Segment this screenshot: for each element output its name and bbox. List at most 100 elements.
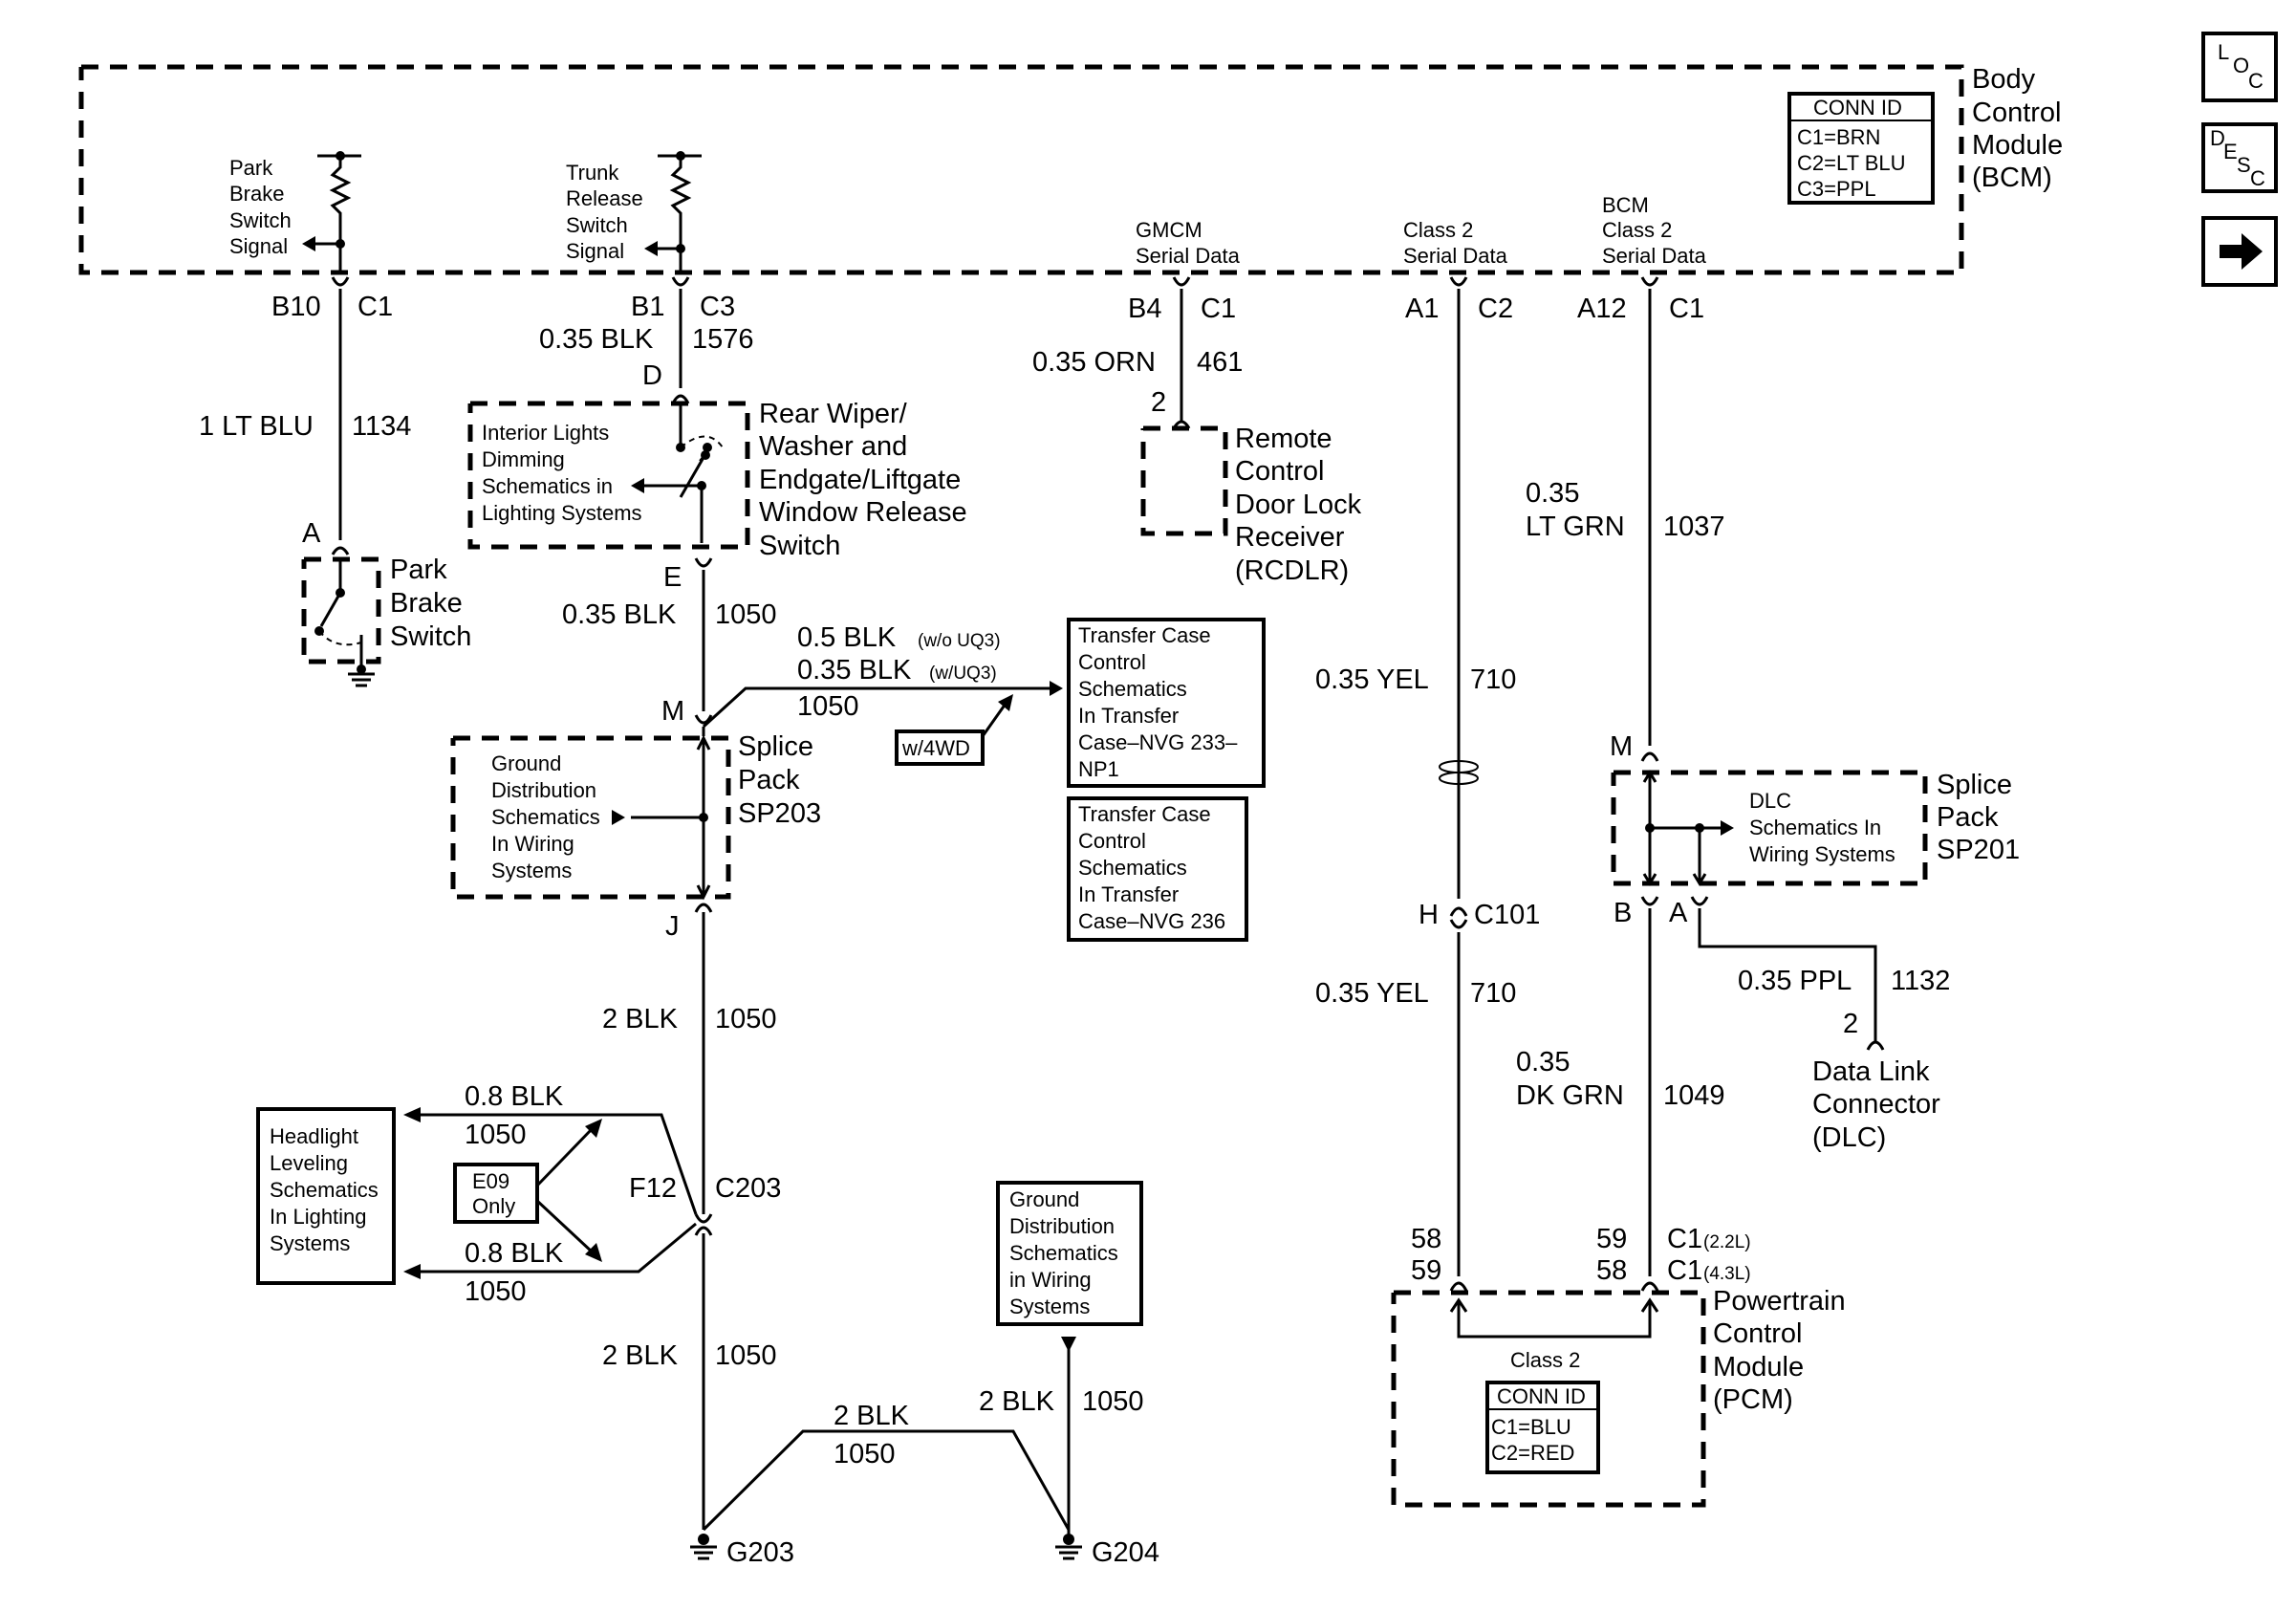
park-conn: C1 [357,292,393,322]
bcm-class2-circuit-number: 1037 [1663,512,1725,542]
c203-wire-b-color: 0.8 BLK [465,1238,564,1269]
class2-wire2-color: 0.35 YEL [1315,978,1429,1009]
park-switch-name-2: Brake [390,588,463,619]
pcm-name-4: (PCM) [1713,1384,1793,1415]
sp203-branch-option-1: (w/o UQ3) [918,631,1001,651]
sp203-terminal-m: M [661,696,684,727]
desc-button[interactable]: D E S C [2201,122,2278,193]
sp201-terminal-a: A [1669,898,1688,928]
head-ref-5: Systems [270,1231,350,1255]
interior-lights-ref-2: Dimming [482,447,565,471]
bcm-class2-wire-2: LT GRN [1526,512,1625,542]
bcm-conn-id-c2: C2=LT BLU [1797,151,1906,175]
gmcm-label-2: Serial Data [1136,244,1241,268]
ground-ref-1: Ground [1009,1187,1079,1211]
tc1-line-5: Case–NVG 233– [1078,730,1238,754]
rear-wiper-name-4: Window Release [759,497,967,528]
sp201-wire-2: DK GRN [1516,1080,1624,1111]
loc-button[interactable]: L O C [2201,32,2278,102]
trunk-out-wire-color: 0.35 BLK [562,599,677,630]
pcm-left-pin-1: 58 [1411,1224,1441,1254]
head-ref-4: In Lighting [270,1205,367,1229]
park-switch-name-3: Switch [390,621,471,652]
pcm-name-3: Module [1713,1352,1804,1382]
bcm-class2-wire-1: 0.35 [1526,478,1579,509]
desc-e: E [2223,140,2238,163]
rcdlr-name-3: Door Lock [1235,490,1362,520]
tc2-line-4: In Transfer [1078,882,1179,906]
ground-g203-icon [690,1534,717,1560]
pcm-conn-note-1: (2.2L) [1703,1232,1751,1252]
desc-c: C [2250,166,2265,190]
pcm-left-pin-2: 59 [1411,1255,1441,1286]
tc2-line-2: Control [1078,829,1146,853]
sp203-terminal-j: J [665,911,680,942]
arrow-right-icon [2220,233,2263,270]
sp203-ref-5: Systems [491,859,572,882]
tc2-line-1: Transfer Case [1078,802,1211,826]
park-signal-1: Park [229,156,273,180]
sp203-ref-1: Ground [491,751,561,775]
gmcm-circuit: GMCM Serial Data B4 C1 0.35 ORN 461 2 Re… [1032,218,1362,586]
ground-ref-2: Distribution [1009,1214,1115,1238]
sp201-ref-3: Wiring Systems [1749,842,1895,866]
e09-line-2: Only [472,1194,515,1218]
transfer-case-ref-1: Transfer Case Control Schematics In Tran… [1067,618,1266,788]
ground-g204-icon [1055,1534,1082,1560]
rcdlr-name-4: Receiver [1235,522,1345,553]
bcm-name-4: (BCM) [1972,163,2052,193]
park-switch-name-1: Park [390,555,447,585]
park-circuit-number: 1134 [352,411,411,442]
head-ref-3: Schematics [270,1178,379,1202]
bcm-conn-id-c1: C1=BRN [1797,125,1880,149]
ground-g204-label: G204 [1092,1537,1159,1568]
sp203-down-wire-color: 2 BLK [602,1004,679,1034]
head-ref-1: Headlight [270,1124,358,1148]
sp203-name-2: Pack [738,765,800,795]
sp201-name-1: Splice [1937,770,2012,800]
dlc-name-1: Data Link [1812,1056,1930,1087]
ground-ref-5: Systems [1009,1295,1090,1318]
transfer-case-ref-2: Transfer Case Control Schematics In Tran… [1067,796,1248,942]
option-4wd-box: w/4WD [895,694,1013,766]
loc-l: L [2218,40,2229,64]
class2-inline-conn: C101 [1474,900,1540,930]
bcm-conn-id-box: CONN ID C1=BRN C2=LT BLU C3=PPL [1787,92,1935,205]
sp201-terminal-b: B [1614,898,1632,928]
trunk-conn: C3 [700,292,735,322]
ground-ref-3: Schematics [1009,1241,1118,1265]
sp203-down-circuit-number: 1050 [715,1004,777,1034]
class2-label-1: Class 2 [1403,218,1473,242]
pcm-name-1: Powertrain [1713,1286,1846,1317]
tc2-line-3: Schematics [1078,856,1187,880]
splice-pack-sp201: M DLC Schematics In Wiring Systems Splic… [1516,731,2020,1276]
pcm-class2-label: Class 2 [1510,1348,1580,1372]
next-page-button[interactable] [2201,216,2278,287]
pcm-right-pin-2: 58 [1596,1255,1627,1286]
sp201-name-3: SP201 [1937,835,2020,865]
ground-link-wire-color: 2 BLK [834,1401,910,1431]
headlight-leveling-ref: Headlight Leveling Schematics In Lightin… [256,1107,396,1285]
sp203-branch-option-2: (w/UQ3) [929,664,997,684]
dlc-name-2: Connector [1812,1089,1940,1120]
bcm-name-3: Module [1972,130,2063,161]
bcm-name-2: Control [1972,98,2062,128]
sp201-ref-1: DLC [1749,789,1791,813]
rear-wiper-name-3: Endgate/Liftgate [759,465,961,495]
class2-circuit: Class 2 Serial Data A1 C2 0.35 YEL 710 H… [1315,218,1540,1276]
sp203-ref-4: In Wiring [491,832,574,856]
c203-conn: C203 [715,1173,781,1204]
dlc-name-3: (DLC) [1812,1122,1886,1153]
desc-d: D [2210,126,2225,150]
loc-o: O [2233,54,2249,77]
ground-icon [348,664,375,687]
bcm-conn-id-title: CONN ID [1813,96,1902,120]
rcdlr-name-2: Control [1235,456,1325,487]
trunk-signal-4: Signal [566,239,624,263]
rear-wiper-name-1: Rear Wiper/ [759,399,908,429]
bcm-conn-id-c3: C3=PPL [1797,177,1876,201]
option-e09-box: E09 Only [453,1119,602,1262]
tc1-line-4: In Transfer [1078,704,1179,728]
sp203-ref-2: Distribution [491,778,596,802]
gmcm-wire-color: 0.35 ORN [1032,347,1156,378]
